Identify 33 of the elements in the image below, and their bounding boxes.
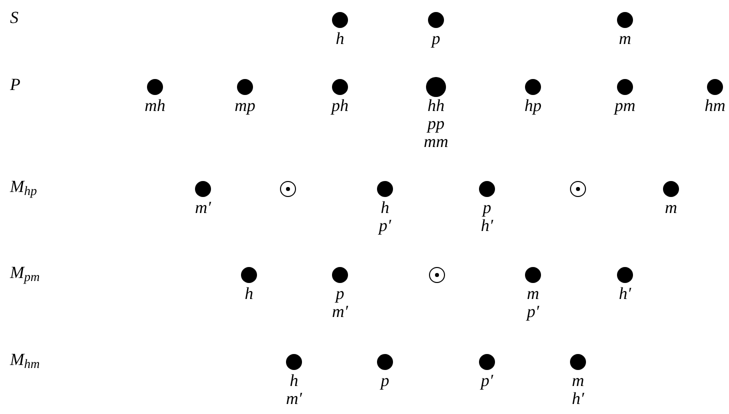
dot-label: p [380,372,390,390]
dot-label: h [290,372,298,390]
dot-label: mh [144,97,166,115]
dot-label: pm [614,97,636,115]
dot-label: p′ [526,303,540,321]
dot-label: h [380,199,390,217]
dot-label: m′ [332,303,348,321]
dot-label: m′ [286,390,302,408]
dot-label: h′ [480,217,494,235]
dot-label: m [664,199,678,217]
dot-label: m [618,30,632,48]
dot-label: p [432,30,440,48]
dot-label: h′ [618,285,632,303]
dot-label: mp [234,97,256,115]
dot-label: hp [524,97,542,115]
row-label: S [10,9,18,26]
row-label: P [10,76,20,93]
dot-label: h [244,285,254,303]
dot-label: m′ [195,199,211,217]
dot-label: mm [424,133,448,151]
row-label: M$_{hm}$ [10,351,40,368]
dot-label: hh [428,97,444,115]
dot-label: m [572,372,584,390]
dot-label: p [482,199,492,217]
dot-label: hm [704,97,726,115]
dot-label: p′ [480,372,494,390]
dot-label: h′ [572,390,584,408]
dot-label: p [336,285,344,303]
dot-label: p′ [378,217,392,235]
dot-label: pp [428,115,444,133]
dot-label: ph [332,97,348,115]
dot-label: m [526,285,540,303]
dot-label: h [336,30,344,48]
